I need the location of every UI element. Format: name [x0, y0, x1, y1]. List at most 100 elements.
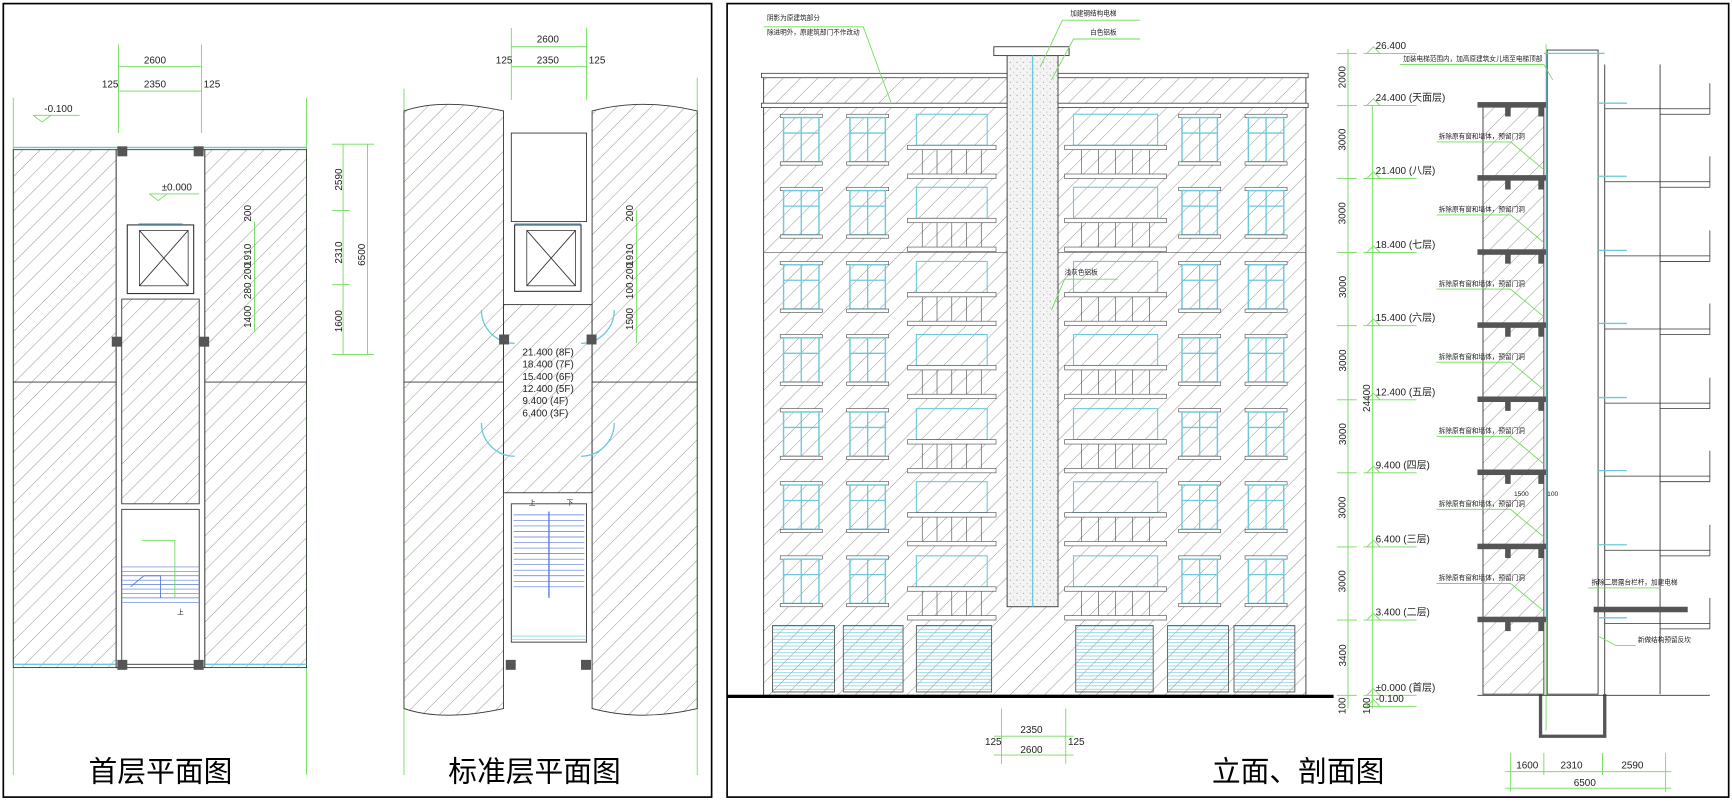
- floor-slab: [1477, 102, 1547, 108]
- window-sill: [1178, 308, 1222, 313]
- window-sill: [846, 528, 890, 533]
- window-sill: [1244, 161, 1288, 166]
- note-shaded: 阴影为原建筑部分: [767, 13, 820, 22]
- span-dim: 3000: [1338, 128, 1349, 151]
- window-sill: [846, 161, 890, 166]
- beam: [1538, 399, 1544, 411]
- beam: [1505, 546, 1511, 559]
- balcony-slab: [1064, 393, 1167, 400]
- shop-shutter: [842, 625, 904, 693]
- stair-up-label: 上: [529, 498, 536, 507]
- landing-gap: 100: [1547, 491, 1558, 498]
- beam: [1505, 620, 1511, 632]
- shop-shutter: [1075, 625, 1154, 693]
- balcony-slab: [907, 393, 997, 400]
- balcony-rail: [907, 292, 997, 298]
- level-marker: [1366, 699, 1381, 707]
- window-sill: [846, 234, 890, 239]
- elevator-car: [514, 224, 582, 292]
- demolish-note: 拆除原有窗和墙体，预留门洞: [1439, 499, 1525, 508]
- shop-shutter: [1233, 625, 1296, 693]
- section-view: 拆除原有窗和墙体，预留门洞拆除原有窗和墙体，预留门洞拆除原有窗和墙体，预留门洞拆…: [1399, 44, 1711, 792]
- level-label: 26.400: [1376, 41, 1407, 52]
- note-steel-elevator: 加建钢结构电梯: [1070, 9, 1117, 18]
- beam: [1505, 399, 1511, 411]
- beam: [1505, 252, 1511, 264]
- balcony-rail: [907, 512, 997, 518]
- leader-line: [1436, 141, 1545, 170]
- window-sill: [779, 603, 823, 608]
- balcony-slab: [907, 468, 997, 474]
- balcony-slab: [1064, 173, 1167, 179]
- beam: [1538, 252, 1544, 264]
- section-dim-1: 1600: [1516, 760, 1539, 771]
- section-dim-total: 6500: [1574, 778, 1597, 789]
- window-sill: [779, 234, 823, 239]
- ground-floor-plan: 上 2600 2350 125 125 -0.100 ±0.000 2590 2…: [12, 44, 375, 789]
- dim-side-left: 125: [102, 80, 119, 91]
- level-label: 15.400 (六层): [1376, 312, 1436, 324]
- window-sill: [779, 308, 823, 313]
- balcony-slab: [907, 246, 997, 252]
- span-dim: 3400: [1338, 644, 1349, 667]
- curb-note: 新做结构预留反坎: [1638, 635, 1691, 644]
- stair-arrow: [130, 575, 161, 598]
- balcony-rail: [1064, 512, 1167, 518]
- level-label: 6.400 (三层): [1376, 534, 1430, 546]
- dim-inner-3: 280 200: [243, 263, 254, 299]
- beam: [1505, 105, 1511, 117]
- floor-slab: [1477, 616, 1547, 623]
- demolish-note: 拆除原有窗和墙体，预留门洞: [1439, 352, 1525, 361]
- level-marker: [1366, 392, 1381, 401]
- standard-floor-plan: 21.400 (8F)18.400 (7F)15.400 (6F)12.400 …: [403, 27, 698, 789]
- level-label: 21.400 (八层): [1376, 165, 1436, 177]
- window-sill: [846, 603, 890, 608]
- level-label: 12.400 (五层): [1376, 386, 1436, 398]
- floor-slab: [1477, 322, 1547, 328]
- level-label: ±0.000 (首层): [1376, 681, 1436, 694]
- beam: [1538, 178, 1544, 190]
- level-marker: [1366, 612, 1381, 621]
- terrace-note: 拆除二层露台栏杆，加建电梯: [1591, 578, 1677, 587]
- elev-dim-inner: 2350: [1020, 725, 1043, 736]
- note-unchanged: 除进明外，原建筑部门不作改动: [767, 28, 860, 37]
- leader-line: [1436, 288, 1545, 318]
- floor-level-label: 18.400 (7F): [522, 360, 573, 371]
- window-sill: [1178, 528, 1222, 533]
- dim-overall: 6500: [357, 243, 368, 266]
- span-dim: 3000: [1338, 423, 1349, 446]
- balcony-slab: [1064, 615, 1167, 621]
- span-dim: 3000: [1338, 496, 1349, 519]
- floor-level-label: 12.400 (5F): [522, 384, 573, 395]
- floor-level-label: 9.400 (4F): [522, 396, 568, 407]
- stair: 上: [121, 508, 200, 665]
- dim-inner-4: 1500: [625, 307, 636, 330]
- level-marker: [1366, 245, 1381, 253]
- balcony-slab: [1064, 541, 1167, 547]
- elev-dim-right: 125: [1068, 737, 1085, 748]
- window-sill: [1244, 455, 1288, 460]
- shop-shutter: [1167, 625, 1229, 693]
- section-dim-2: 2310: [1560, 760, 1583, 771]
- plans-frame: [2, 2, 713, 798]
- window-sill: [1178, 161, 1222, 166]
- level-marker: [1366, 688, 1381, 696]
- dim-side-right: 125: [589, 55, 606, 66]
- window-sill: [1178, 381, 1222, 386]
- window-sill: [1178, 234, 1222, 239]
- level-marker: [1366, 318, 1381, 326]
- section-top-note: 加装电梯范围内，加高原建筑女儿墙至电梯顶部: [1403, 54, 1542, 63]
- window-sill: [1244, 234, 1288, 239]
- shaft-cap: [993, 46, 1070, 57]
- balcony-slab: [1064, 320, 1167, 326]
- floor-slab: [1477, 249, 1547, 255]
- dim-inner-2: 1910: [243, 243, 254, 266]
- beam: [1538, 472, 1544, 484]
- dim-inner: 2350: [537, 55, 560, 66]
- demolish-note: 拆除原有窗和墙体，预留门洞: [1439, 132, 1525, 141]
- demolish-note: 拆除原有窗和墙体，预留门洞: [1439, 573, 1525, 582]
- window-sill: [1244, 528, 1288, 533]
- beam: [1538, 325, 1544, 337]
- beam: [1505, 178, 1511, 190]
- level-label: 18.400 (七层): [1376, 239, 1436, 251]
